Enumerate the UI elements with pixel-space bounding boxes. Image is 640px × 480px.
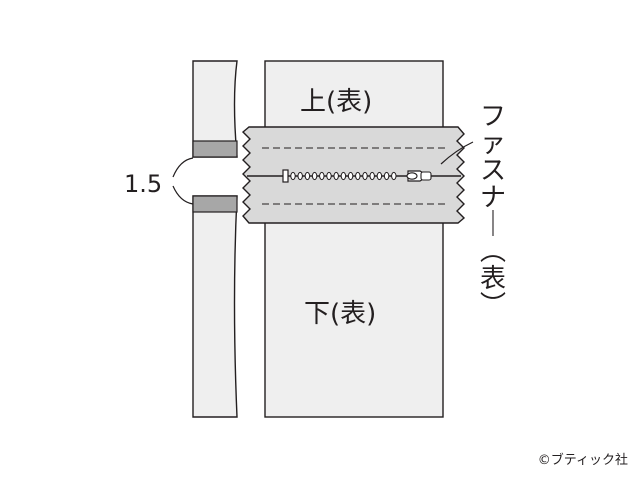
zipper-label-char: ｜ [480,210,506,240]
side-strip [192,60,238,418]
zipper-label-char: ァ [480,129,506,159]
zipper-label-char: ナ [480,183,506,213]
zipper-tooth [362,171,368,181]
zipper-tooth [383,171,390,181]
zipper-tooth [297,171,303,181]
zipper-tooth [347,171,354,181]
zipper-label-leader [440,141,474,165]
zipper-label-char: フ [480,102,506,132]
seam-width-leader [172,157,194,205]
zipper-tooth [376,171,383,181]
copyright-notice: ©ブティック社 [538,449,628,468]
top-panel-label: 上(表) [300,87,372,117]
zipper-tooth [311,171,318,181]
zipper-label-char: ︵ [480,237,506,267]
side-strip-lower [192,195,238,418]
zipper-tooth [355,171,361,181]
zipper-label-char: ︶ [480,291,506,321]
zipper-stop [282,169,289,183]
zipper-label-char: 表 [480,264,506,294]
copyright-text: ©ブティック社 [537,453,628,468]
zipper-label: ファスナ｜︵表︶ [480,102,506,321]
panel-bottom [264,199,444,418]
zipper-tooth [304,171,311,181]
zipper-tooth [369,171,375,181]
zipper-tooth [319,171,325,181]
zipper-tooth [326,171,332,181]
zipper [241,126,466,224]
zipper-tooth [290,171,296,181]
zipper-tooth [340,171,347,181]
zipper-slider [406,170,432,182]
seam-band-upper [192,140,238,158]
seam-band-lower [192,195,238,213]
zipper-tape [241,126,466,224]
zipper-label-char: ス [480,156,506,186]
bottom-panel-label: 下(表) [304,299,376,329]
seam-width-label: 1.5 [124,170,162,198]
zipper-tooth [333,171,339,181]
zipper-teeth [290,171,397,181]
zipper-tooth [391,171,397,181]
